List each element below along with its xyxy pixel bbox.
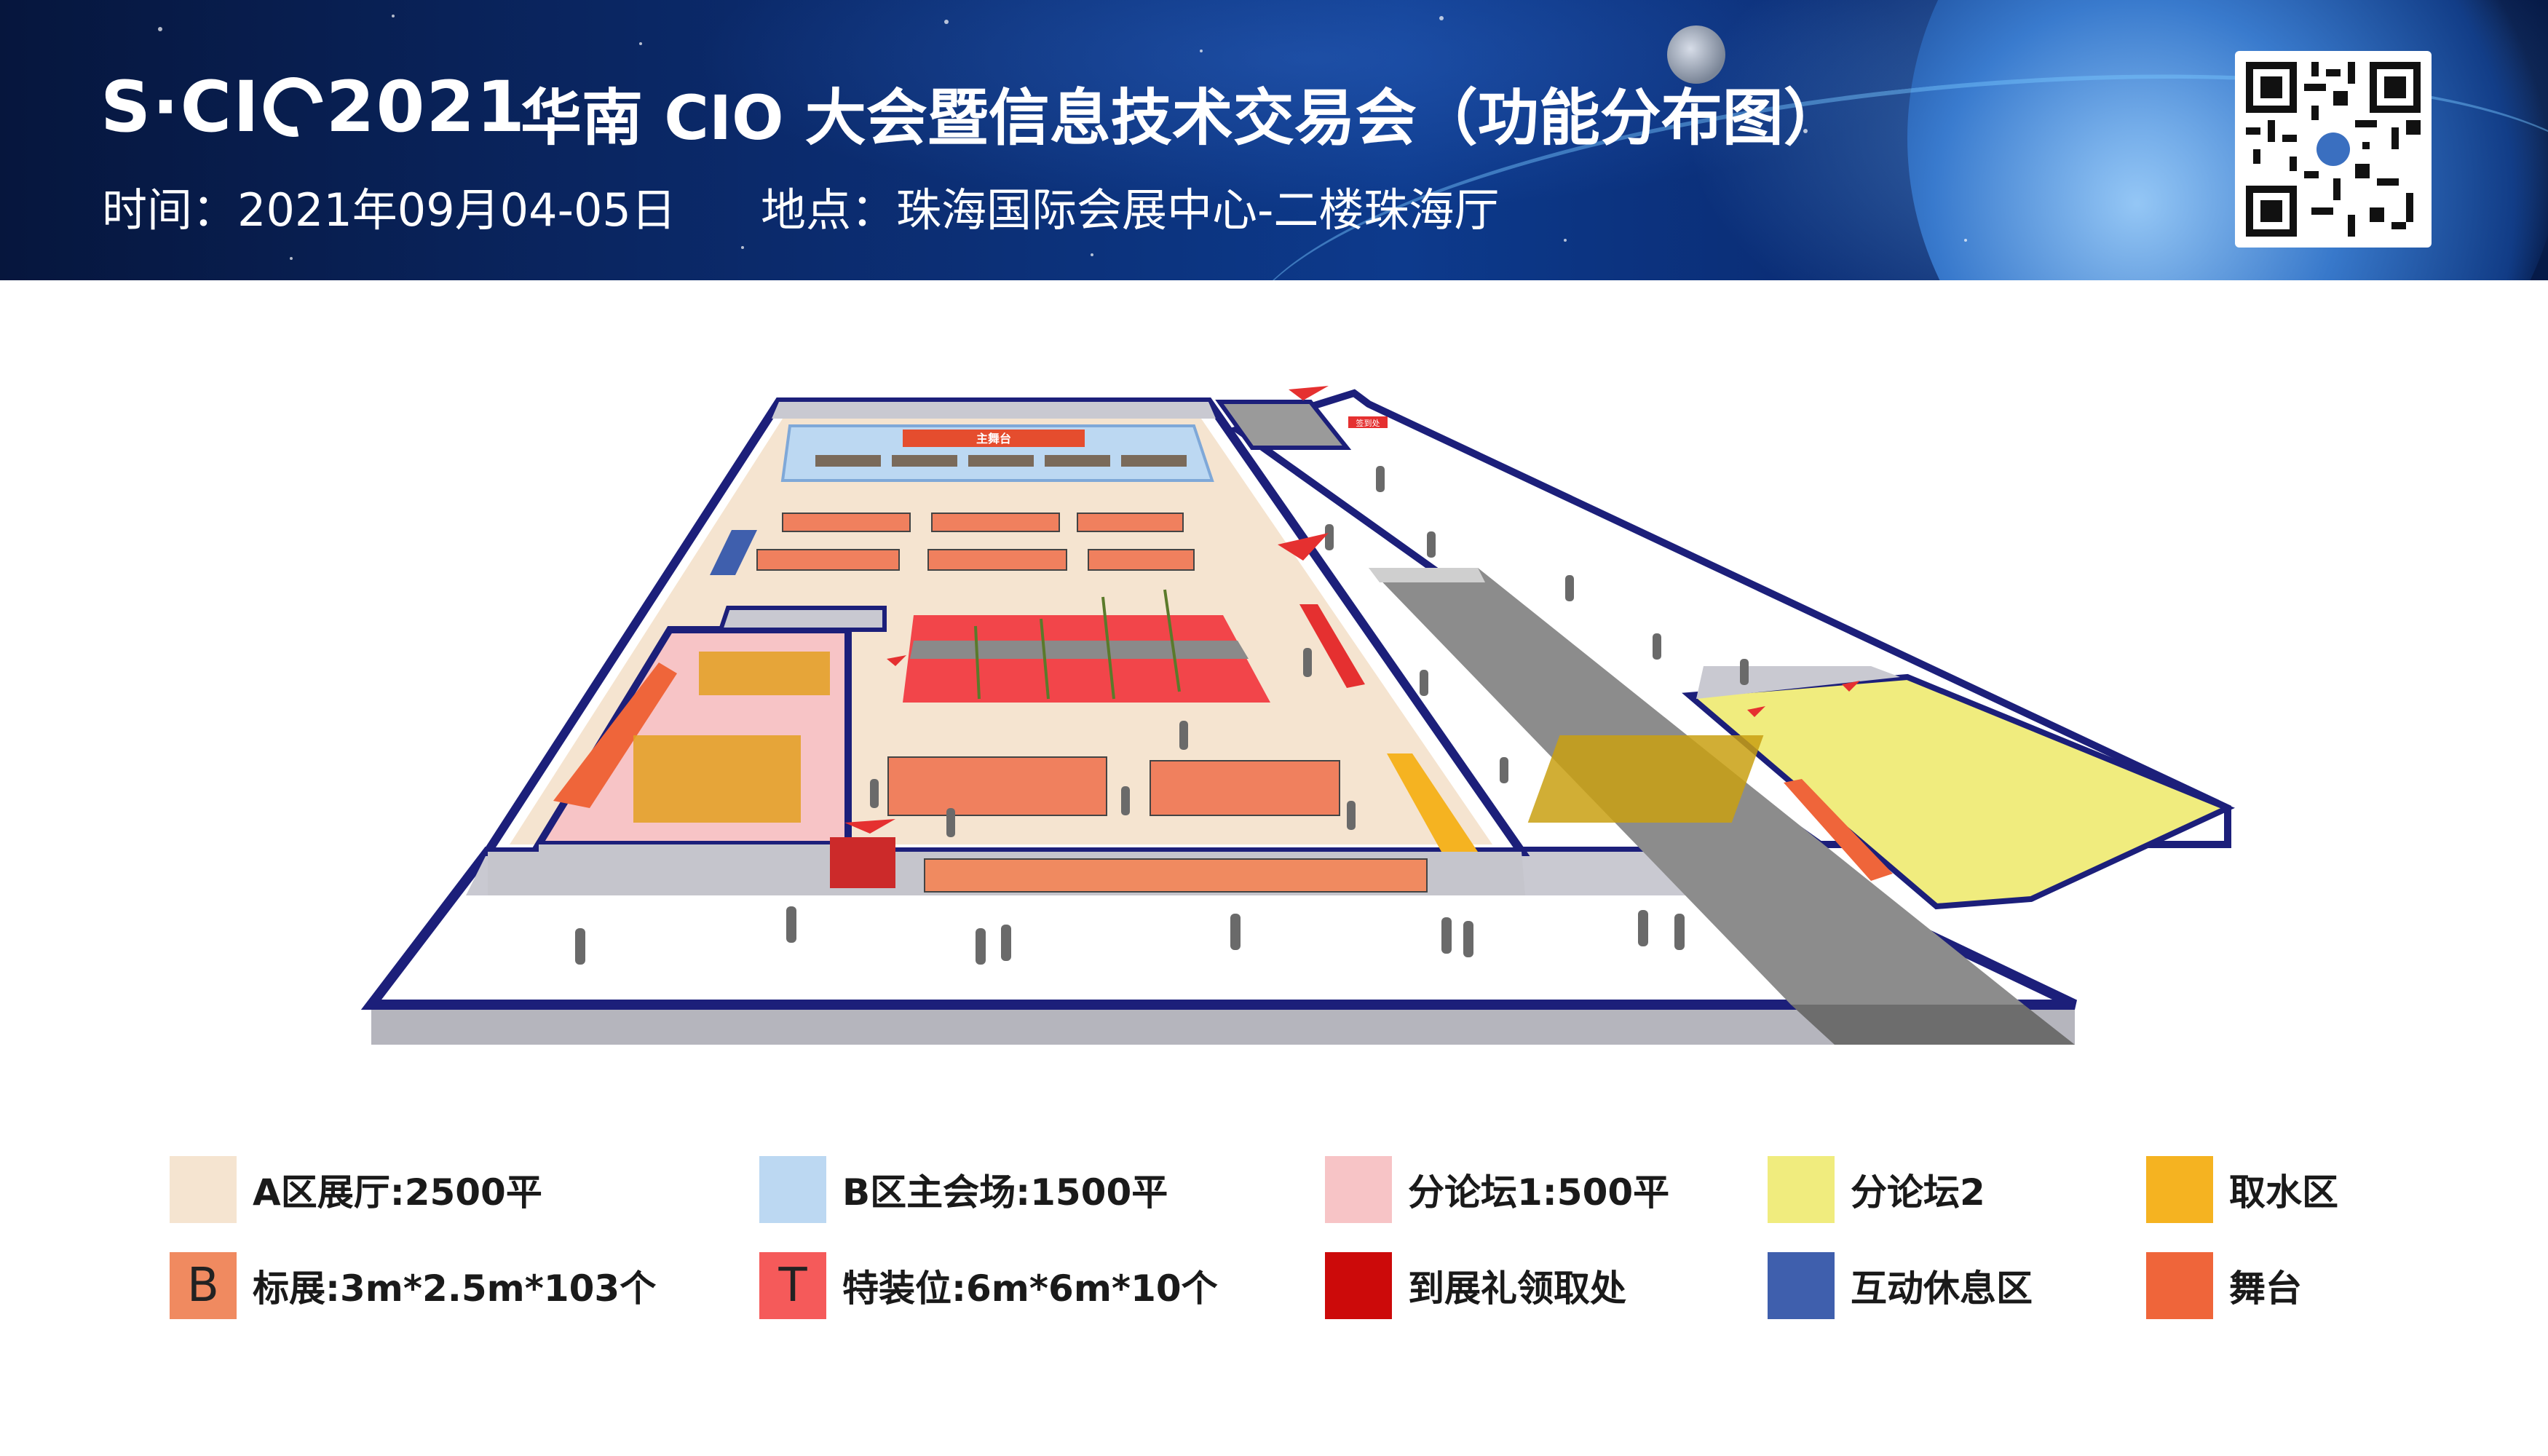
legend-swatch-standard-booth: B: [170, 1252, 237, 1319]
legend-item-forum-2: 分论坛2: [1768, 1156, 1985, 1223]
planet-decoration: [1907, 0, 2548, 280]
standard-booths: [756, 513, 1428, 893]
legend-item-forum-1: 分论坛1:500平: [1325, 1156, 1669, 1223]
legend-swatch-forum-2: [1768, 1156, 1835, 1223]
legend-label-zone-b: B区主会场:1500平: [842, 1171, 1168, 1214]
sign-in-label: 签到处: [1356, 418, 1380, 428]
legend-item-zone-a: A区展厅:2500平: [170, 1156, 542, 1223]
direction-arrows: [844, 386, 1860, 834]
legend-label-stage: 舞台: [2229, 1267, 2302, 1310]
legend-item-water: 取水区: [2146, 1156, 2338, 1223]
legend-item-gift: 到展礼领取处: [1325, 1252, 1626, 1319]
event-logo: S·CI 2021: [100, 65, 526, 149]
qr-code: [2235, 51, 2432, 248]
legend-label-gift: 到展礼领取处: [1408, 1267, 1626, 1310]
legend-swatch-water: [2146, 1156, 2213, 1223]
stars-decoration: [158, 15, 1967, 260]
legend-swatch-zone-a: [170, 1156, 237, 1223]
forum-1-area: [532, 606, 895, 888]
legend-swatch-lounge: [1768, 1252, 1835, 1319]
legend-swatch-special-booth: T: [759, 1252, 826, 1319]
forum-2-area: [1527, 666, 2236, 910]
page-title: 华南 CIO 大会暨信息技术交易会（功能分布图）: [521, 82, 1845, 154]
lounge-area: [710, 530, 757, 575]
event-location: 地点：珠海国际会展中心-二楼珠海厅: [761, 183, 1500, 237]
logo-text-left: S·CI: [100, 66, 261, 148]
stage-bar-hall: [1299, 604, 1365, 688]
legend-item-zone-b: B区主会场:1500平: [759, 1156, 1168, 1223]
header-banner: S·CI 2021 华南 CIO 大会暨信息技术交易会（功能分布图） 时间：20…: [0, 0, 2548, 280]
moon-decoration: [1667, 25, 1725, 84]
legend-item-special-booth: T 特装位:6m*6m*10个: [759, 1252, 1218, 1319]
legend-item-standard-booth: B 标展:3m*2.5m*103个: [170, 1252, 656, 1319]
legend-label-standard-booth: 标展:3m*2.5m*103个: [253, 1267, 657, 1310]
gift-pickup: [830, 837, 895, 888]
legend-item-lounge: 互动休息区: [1768, 1252, 2033, 1319]
logo-text-right: 2021: [325, 66, 526, 148]
legend-label-zone-a: A区展厅:2500平: [253, 1171, 542, 1214]
legend-label-lounge: 互动休息区: [1851, 1267, 2033, 1310]
legend-label-forum-1: 分论坛1:500平: [1408, 1171, 1670, 1214]
legend-swatch-zone-b: [759, 1156, 826, 1223]
legend-label-special-booth: 特装位:6m*6m*10个: [842, 1267, 1218, 1310]
logo-swirl-icon: [251, 65, 335, 149]
main-stage: [903, 430, 1085, 447]
entrance-block: [1215, 400, 1352, 450]
legend-item-stage: 舞台: [2146, 1252, 2302, 1319]
legend-label-water: 取水区: [2229, 1171, 2338, 1214]
legend-swatch-forum-1: [1325, 1156, 1392, 1223]
legend: A区展厅:2500平 B区主会场:1500平 分论坛1:500平 分论坛2 取水…: [0, 1136, 2548, 1354]
main-stage-label: 主舞台: [976, 432, 1011, 446]
legend-swatch-gift: [1325, 1252, 1392, 1319]
legend-swatch-stage: [2146, 1252, 2213, 1319]
people-silhouettes: [575, 466, 1749, 965]
zone-b-main-venue: 主舞台: [780, 424, 1214, 482]
floor-plan: 主舞台: [360, 386, 2236, 1045]
legend-label-forum-2: 分论坛2: [1851, 1171, 1985, 1214]
water-area: [1387, 753, 1478, 852]
special-booths: [903, 589, 1270, 703]
qr-code-icon: [2246, 62, 2421, 237]
sign-in-tag: [1348, 416, 1388, 428]
event-time: 时间：2021年09月04-05日: [102, 183, 676, 237]
